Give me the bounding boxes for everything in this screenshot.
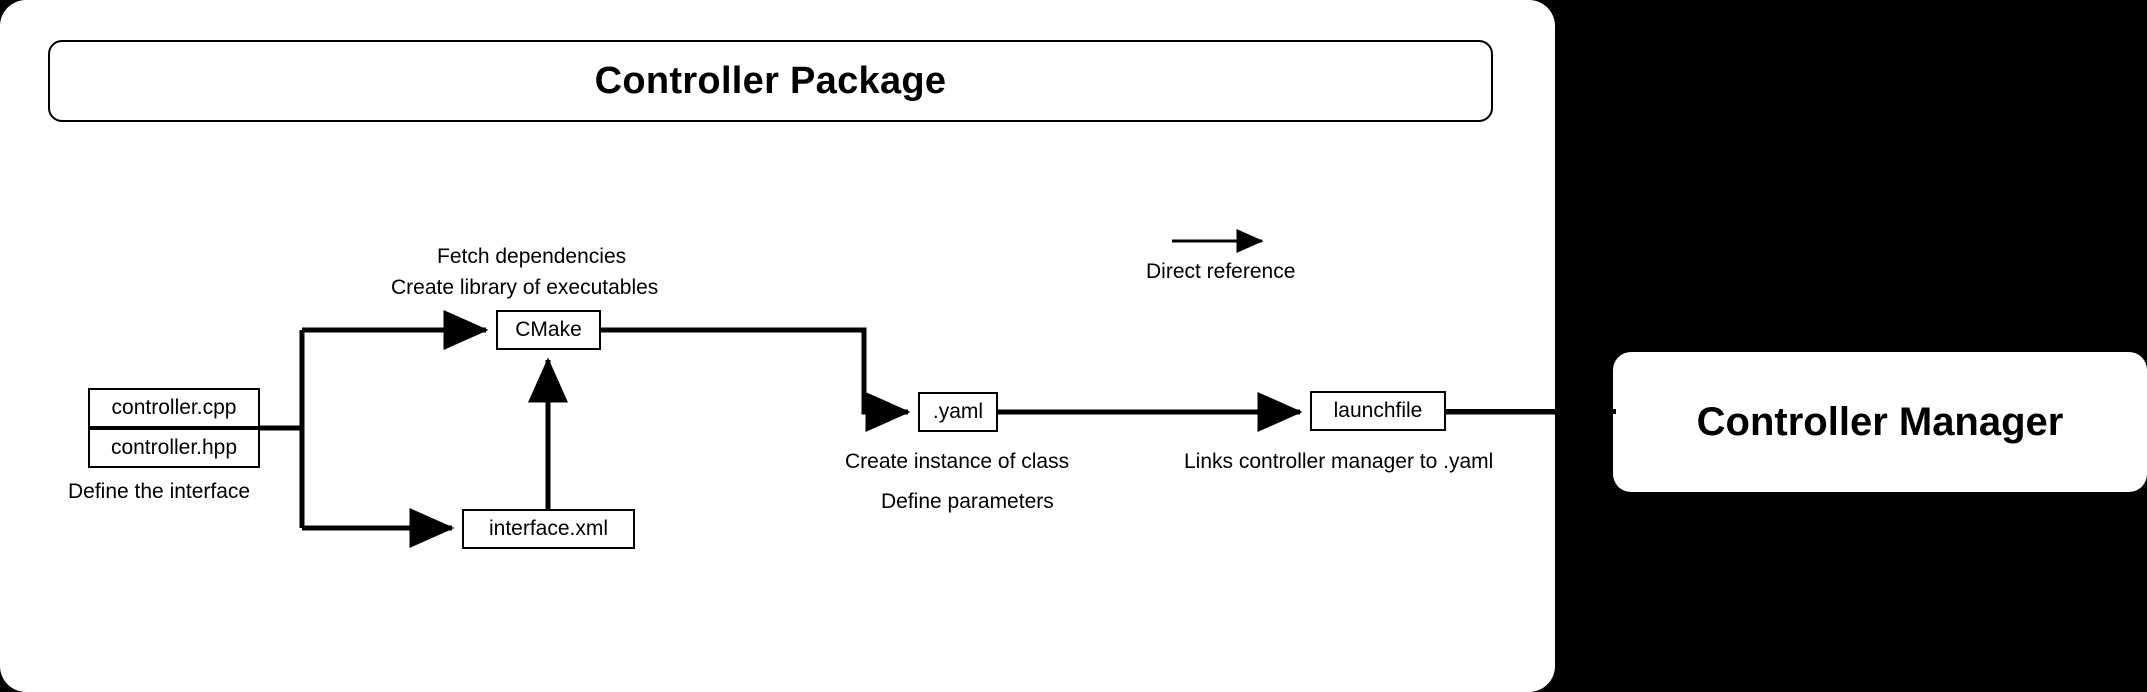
node-yaml-label: .yaml bbox=[932, 400, 984, 423]
node-interface-xml-label: interface.xml bbox=[488, 517, 609, 540]
controller-package-panel: Controller Package bbox=[0, 0, 1555, 692]
annotation-define-parameters: Define parameters bbox=[881, 490, 1054, 513]
annotation-fetch-dependencies: Fetch dependencies bbox=[437, 245, 627, 268]
node-controller-cpp-label: controller.cpp bbox=[111, 396, 237, 419]
legend-direct-reference-label: Direct reference bbox=[1146, 260, 1296, 283]
annotation-create-library: Create library of executables bbox=[391, 276, 659, 299]
node-yaml[interactable]: .yaml bbox=[918, 392, 998, 432]
node-cmake-label: CMake bbox=[515, 318, 582, 341]
page-title: Controller Package bbox=[594, 59, 947, 102]
node-cmake[interactable]: CMake bbox=[496, 310, 601, 350]
node-interface-xml[interactable]: interface.xml bbox=[462, 509, 635, 549]
annotation-links-controller-manager: Links controller manager to .yaml bbox=[1184, 450, 1494, 473]
node-launchfile[interactable]: launchfile bbox=[1310, 391, 1446, 431]
controller-manager-label: Controller Manager bbox=[1696, 399, 2064, 444]
node-controller-cpp[interactable]: controller.cpp bbox=[88, 388, 260, 428]
node-controller-hpp[interactable]: controller.hpp bbox=[88, 428, 260, 468]
node-controller-hpp-label: controller.hpp bbox=[110, 436, 238, 459]
annotation-create-instance: Create instance of class bbox=[845, 450, 1070, 473]
controller-manager-box[interactable]: Controller Manager bbox=[1613, 352, 2147, 492]
annotation-define-interface: Define the interface bbox=[68, 480, 251, 503]
edge-to-controller-manager bbox=[1446, 409, 1616, 414]
edge-cmake-to-yaml bbox=[601, 327, 911, 432]
node-launchfile-label: launchfile bbox=[1333, 399, 1423, 422]
package-title-box: Controller Package bbox=[48, 40, 1493, 122]
